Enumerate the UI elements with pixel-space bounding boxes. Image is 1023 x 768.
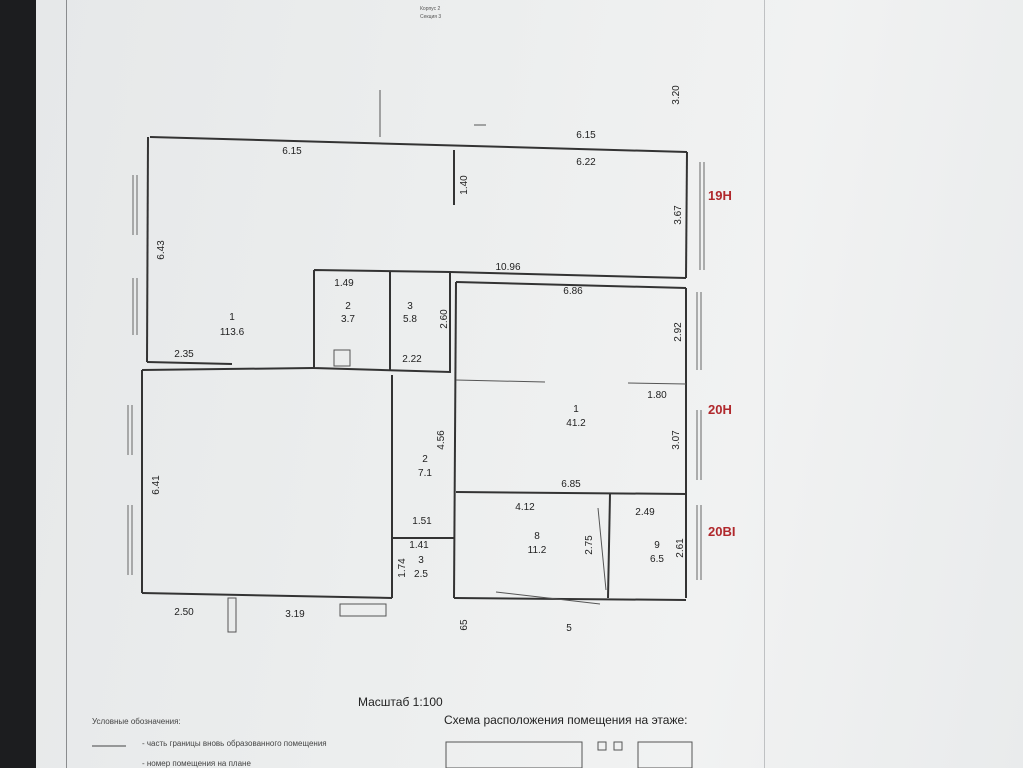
room-8-num: 8 bbox=[534, 531, 540, 542]
header-line2: Секция 3 bbox=[420, 14, 441, 20]
dim-6-86: 6.86 bbox=[563, 286, 583, 297]
dim-2-61: 2.61 bbox=[675, 538, 686, 558]
scheme-cell-1 bbox=[597, 741, 607, 751]
wall-8-9-divider bbox=[607, 493, 611, 599]
dim-6-22: 6.22 bbox=[576, 157, 596, 168]
door-bottom bbox=[339, 603, 387, 617]
dim-6-15-top: 6.15 bbox=[576, 130, 596, 141]
room-1-left-num: 1 bbox=[229, 312, 235, 323]
dim-4-56: 4.56 bbox=[436, 430, 447, 450]
dim-6-85: 6.85 bbox=[561, 479, 581, 490]
room-1-right-area: 41.2 bbox=[566, 418, 586, 429]
dim-1-51: 1.51 bbox=[412, 516, 432, 527]
column-bottom bbox=[227, 597, 237, 633]
dim-2-75: 2.75 bbox=[584, 535, 595, 555]
marker-20h: 20Н bbox=[708, 402, 732, 417]
room-2-corridor-area: 7.1 bbox=[418, 468, 432, 479]
wall-right-upper bbox=[685, 151, 688, 279]
room-2-small-num: 2 bbox=[345, 301, 351, 312]
marker-19h: 19Н bbox=[708, 188, 732, 203]
dim-3-07: 3.07 bbox=[671, 430, 682, 450]
dim-2-60: 2.60 bbox=[439, 309, 450, 329]
partition-line-right bbox=[627, 382, 687, 385]
dim-3-67: 3.67 bbox=[673, 205, 684, 225]
wall-6-85 bbox=[455, 491, 687, 495]
room-8-area: 11.2 bbox=[528, 545, 547, 556]
dim-2-35: 2.35 bbox=[174, 349, 194, 360]
room-1-left-area: 113.6 bbox=[220, 327, 245, 338]
scheme-block-left bbox=[445, 741, 583, 768]
scheme-block-right bbox=[637, 741, 693, 768]
legend-line2: - номер помещения на плане bbox=[142, 759, 251, 768]
dim-6-43: 6.43 bbox=[156, 240, 167, 260]
dim-1-74: 1.74 bbox=[397, 558, 408, 578]
dim-1-41: 1.41 bbox=[409, 540, 429, 551]
dim-4-12: 4.12 bbox=[515, 502, 535, 513]
wall-small-rooms bbox=[313, 269, 451, 374]
room-3-small-num: 3 bbox=[407, 301, 413, 312]
scheme-title: Схема расположения помещения на этаже: bbox=[444, 713, 688, 727]
dim-3-19: 3.19 bbox=[285, 609, 305, 620]
legend-title: Условные обозначения: bbox=[92, 717, 181, 726]
page-left-edge bbox=[66, 0, 67, 768]
floor-scheme-thumbnail bbox=[445, 741, 693, 768]
wall-bottom-left bbox=[141, 592, 393, 599]
facade-windows bbox=[127, 162, 705, 580]
room-3-small-area: 5.8 bbox=[403, 314, 417, 325]
wall-left-upper bbox=[146, 136, 149, 363]
shaft bbox=[333, 349, 351, 367]
dim-2-49: 2.49 bbox=[635, 507, 655, 518]
wall-bottom-right bbox=[453, 597, 687, 601]
room-3-bath-area: 2.5 bbox=[414, 569, 428, 580]
dim-65: 65 bbox=[459, 619, 470, 631]
dim-2-92: 2.92 bbox=[673, 322, 684, 342]
photo-of-screen bbox=[36, 0, 1023, 768]
dim-3-20: 3.20 bbox=[671, 85, 682, 105]
header-line1: Корпус 2 bbox=[420, 6, 441, 12]
page-right-edge bbox=[764, 0, 765, 768]
wall-right-top bbox=[455, 281, 687, 289]
partition-line bbox=[455, 379, 546, 383]
room-3-bath-num: 3 bbox=[418, 555, 424, 566]
room-1-right-num: 1 bbox=[573, 404, 579, 415]
wall-mid-horizontal bbox=[449, 271, 687, 279]
dim-6-15-left: 6.15 bbox=[282, 146, 302, 157]
room-2-corridor-num: 2 bbox=[422, 454, 428, 465]
dim-1-40: 1.40 bbox=[459, 175, 470, 195]
room-9-num: 9 bbox=[654, 540, 660, 551]
scale-caption: Масштаб 1:100 bbox=[358, 695, 443, 709]
dim-10-96: 10.96 bbox=[495, 262, 520, 273]
wall-lower-top bbox=[141, 367, 315, 371]
door-swing bbox=[495, 591, 601, 605]
wall-2-35 bbox=[146, 361, 233, 365]
dim-2-50: 2.50 bbox=[174, 607, 194, 618]
door-swing-2 bbox=[597, 507, 607, 591]
wall-top bbox=[149, 136, 688, 153]
legend-line1: - часть границы вновь образованного поме… bbox=[142, 739, 327, 748]
dim-2-22: 2.22 bbox=[402, 354, 422, 365]
room-2-small-area: 3.7 bbox=[341, 314, 355, 325]
dim-1-49: 1.49 bbox=[334, 278, 354, 289]
scheme-cell-2 bbox=[613, 741, 623, 751]
marker-20b: 20ВІ bbox=[708, 524, 735, 539]
wall-corridor-right bbox=[453, 281, 457, 599]
interior-lines bbox=[227, 90, 687, 633]
dim-6-41: 6.41 bbox=[151, 475, 162, 495]
walls bbox=[141, 136, 688, 601]
dim-1-80: 1.80 bbox=[647, 390, 667, 401]
room-9-area: 6.5 bbox=[650, 554, 664, 565]
dim-5: 5 bbox=[566, 623, 572, 634]
